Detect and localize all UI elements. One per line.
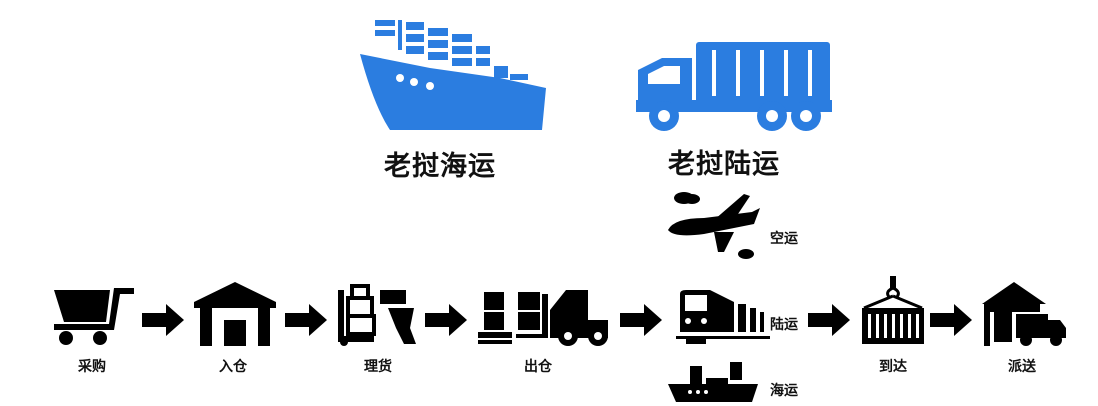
step-label-delivery: 派送: [1008, 359, 1036, 375]
cargo-ship-icon: [360, 16, 548, 132]
container-crane-icon: [860, 276, 926, 346]
airplane-icon: [664, 190, 768, 264]
ship-icon: [668, 362, 758, 402]
transport-mode-label: 海运: [770, 383, 798, 399]
shopping-cart-icon: [54, 286, 136, 346]
arrow-right-icon: [930, 304, 972, 336]
arrow-right-icon: [142, 304, 184, 336]
arrow-right-icon: [620, 304, 662, 336]
arrow-right-icon: [425, 304, 467, 336]
train-icon: [676, 290, 770, 346]
arrow-right-icon: [285, 304, 327, 336]
warehouse-icon: [194, 282, 276, 346]
step-label-inbound: 入仓: [219, 359, 247, 375]
land-service-label: 老挝陆运: [668, 149, 780, 180]
step-label-sorting: 理货: [364, 359, 392, 375]
truck-icon: [636, 40, 832, 134]
forklift-icon: [478, 290, 612, 346]
step-label-purchase: 采购: [78, 359, 106, 375]
sea-service-label: 老挝海运: [384, 151, 496, 182]
transport-mode-label: 陆运: [770, 317, 798, 333]
arrow-right-icon: [808, 304, 850, 336]
barcode-scanner-icon: [334, 280, 424, 346]
transport-mode-label: 空运: [770, 231, 798, 247]
step-label-outbound: 出仓: [524, 359, 552, 375]
step-label-arrival: 到达: [879, 359, 907, 375]
delivery-truck-icon: [982, 282, 1068, 348]
